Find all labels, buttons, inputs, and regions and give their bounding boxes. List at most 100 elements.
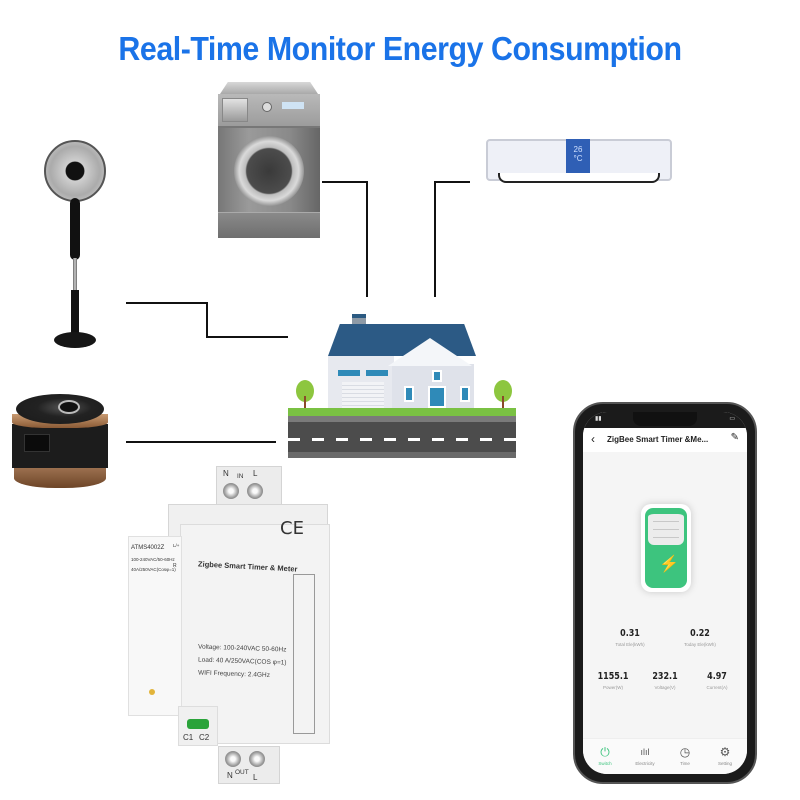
washer-door [234, 136, 304, 206]
input-terminal: N IN L [216, 466, 282, 508]
terminal-in-label: IN [237, 473, 244, 480]
tab-label: Setting [717, 761, 732, 766]
air-conditioner-image: 26 °C [486, 139, 672, 187]
washer-top [220, 82, 318, 94]
wiring-schematic [293, 574, 315, 734]
washer-display [282, 102, 304, 109]
lightning-bolt-icon: ⚡ [659, 556, 679, 573]
connector-ac [434, 181, 436, 297]
tab-time[interactable]: ◷ Time [665, 745, 705, 766]
tab-label: Electricity [635, 761, 655, 766]
smart-meter-image: N IN L CE ATMS4002Z 100-240VAC/50-60Hz 4… [128, 466, 332, 784]
ct-label-c1: C1 [183, 733, 194, 742]
house-window [460, 386, 470, 402]
terminal-n-label: N [227, 771, 233, 780]
grass [288, 408, 516, 416]
cooker-bottom [14, 466, 106, 488]
app-header: ‹ ZigBee Smart Timer &Me... ✎ [583, 428, 747, 452]
connector-fan [126, 302, 208, 304]
cooker-display [24, 434, 50, 452]
status-bar: ▮▮ ▭ [583, 412, 747, 428]
stat-total-energy: 0.31 Total Ele(kWh) [605, 628, 655, 647]
stat-value: 1155.1 [597, 671, 629, 682]
phone-screen: ▮▮ ▭ ‹ ZigBee Smart Timer &Me... ✎ ⚡ 0.3… [583, 412, 747, 774]
tab-switch[interactable]: ⏻ Switch [585, 745, 625, 766]
washer-knob [262, 102, 272, 112]
road-markings [288, 438, 516, 441]
device-illustration[interactable]: ⚡ [641, 504, 691, 592]
house-window [404, 386, 414, 402]
stat-power: 1155.1 Power(W) [591, 671, 635, 690]
ce-mark: CE [280, 518, 304, 539]
stat-label: Current(A) [706, 685, 728, 690]
tab-label: Time [680, 761, 690, 766]
stat-value: 0.22 [690, 628, 710, 639]
clock-icon: ◷ [679, 745, 691, 759]
stat-value: 0.31 [620, 628, 640, 639]
standing-fan-image [40, 140, 110, 355]
house-garage-door [342, 382, 384, 408]
back-icon[interactable]: ‹ [591, 432, 595, 446]
tree-icon [494, 380, 512, 402]
fan-lower-pole [71, 290, 79, 334]
battery-icon: ▭ [729, 416, 735, 422]
tab-electricity[interactable]: ılıl Electricity [625, 745, 665, 766]
washer-drawer [222, 98, 248, 122]
gear-icon: ⚙ [719, 745, 731, 759]
indicator-label-2: R [173, 563, 177, 569]
stat-today-energy: 0.22 Today Ele(kWh) [675, 628, 725, 647]
washing-machine-image [218, 82, 320, 238]
tab-label: Switch [598, 761, 612, 766]
washer-body [218, 128, 320, 238]
terminal-out-label: OUT [235, 769, 249, 776]
ac-vent [498, 173, 660, 183]
connector-washer [322, 181, 368, 183]
terminal-screw [223, 483, 239, 499]
signal-icon: ▮▮ [595, 416, 602, 422]
spec-list: Voltage: 100-240VAC 50-60Hz Load: 40 A/2… [197, 642, 287, 681]
connector-fan [206, 302, 208, 338]
stat-current: 4.97 Current(A) [695, 671, 739, 690]
rating-label-1: 100-240VAC/50-60Hz [131, 557, 175, 562]
house-window [366, 370, 388, 376]
smartphone: ▮▮ ▭ ‹ ZigBee Smart Timer &Me... ✎ ⚡ 0.3… [573, 402, 757, 784]
stat-value: 4.97 [707, 671, 727, 682]
spec-frequency: WIFI Frequency: 2.4GHz [197, 669, 270, 679]
stat-voltage: 232.1 Voltage(V) [643, 671, 687, 690]
connector-washer [366, 181, 368, 297]
tree-trunk [304, 396, 306, 410]
washer-control-panel [218, 94, 320, 128]
power-icon: ⏻ [600, 745, 610, 759]
fan-base [54, 332, 96, 348]
washer-base [218, 212, 320, 238]
tab-setting[interactable]: ⚙ Setting [705, 745, 745, 766]
terminal-n-label: N [223, 469, 229, 478]
house-window [432, 370, 442, 382]
tree-trunk [502, 396, 504, 410]
house-roof [328, 324, 476, 356]
stat-label: Voltage(V) [654, 685, 676, 690]
output-terminal: N OUT L [218, 746, 280, 784]
bottom-tab-bar: ⏻ Switch ılıl Electricity ◷ Time ⚙ Setti… [583, 738, 747, 774]
terminal-l-label: L [253, 469, 258, 478]
rating-label-2: 40A/250VAC(Cosφ=1) [131, 567, 176, 572]
device-body: ⚡ [645, 508, 687, 588]
indicator-label-1: L/+ [173, 543, 180, 548]
bar-chart-icon: ılıl [640, 747, 650, 757]
stat-label: Power(W) [603, 685, 623, 690]
cooker-dial [58, 400, 80, 414]
tree-icon [296, 380, 314, 402]
ac-unit: °C [573, 154, 583, 163]
ct-label-c2: C2 [199, 733, 210, 742]
device-top [648, 511, 684, 545]
status-led [149, 689, 155, 695]
ac-temp: 26 [573, 145, 583, 154]
stat-label: Total Ele(kWh) [615, 642, 645, 647]
fan-pole [73, 258, 77, 290]
edit-icon[interactable]: ✎ [730, 432, 739, 443]
house-door [428, 386, 446, 408]
ct-terminal [187, 719, 209, 729]
model-label: ATMS4002Z [131, 545, 165, 551]
fan-neck [70, 198, 80, 260]
connector-cooker [126, 441, 276, 443]
